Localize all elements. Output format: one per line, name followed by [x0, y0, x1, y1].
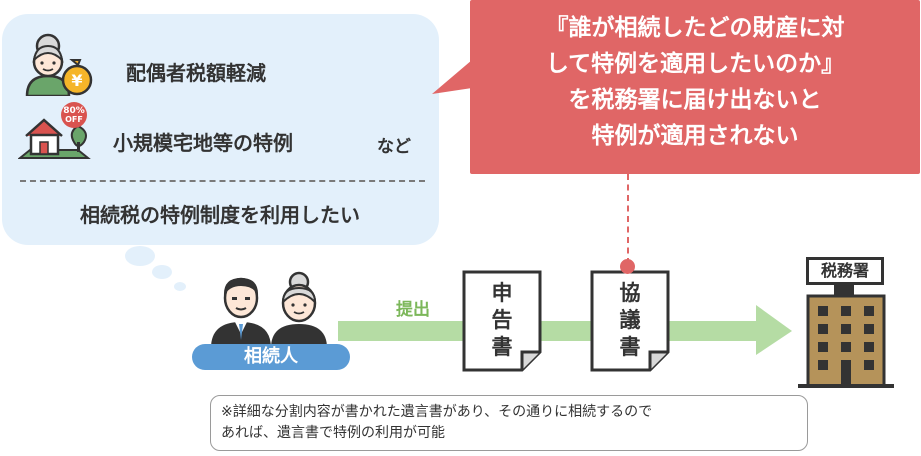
warning-callout-text: 『誰が相続したどの財産に対 して特例を適用したいのか』 を税務署に届け出ないと … [470, 10, 920, 154]
doc-char: 申 [491, 281, 513, 305]
thought-dot [125, 246, 155, 266]
doc-char: 告 [491, 308, 513, 332]
tax-office-building-icon [798, 284, 894, 388]
footnote-line: あれば、遺言書で特例の利用が可能 [221, 425, 445, 441]
heirs-icon [211, 271, 327, 348]
wish-text: 相続税の特例制度を利用したい [80, 203, 360, 227]
callout-pointer [432, 60, 472, 94]
callout-line: して特例を適用したいのか』 [545, 51, 845, 77]
tax-return-document-icon [462, 270, 542, 372]
callout-anchor-dot [620, 259, 635, 274]
tax-return-document-label: 申 告 書 [489, 280, 515, 361]
footnote-box: ※詳細な分割内容が書かれた遺言書があり、その通りに相続するので あれば、遺言書で… [210, 395, 808, 451]
callout-line: を税務署に届け出ないと [568, 87, 822, 113]
agreement-document-label: 協 議 書 [617, 280, 643, 361]
doc-char: 協 [619, 281, 641, 305]
thought-dot [174, 282, 186, 291]
spouse-deduction-label: 配偶者税額軽減 [126, 61, 266, 85]
callout-line: 特例が適用されない [591, 123, 799, 149]
small-residential-land-label: 小規模宅地等の特例 [113, 131, 293, 155]
tax-office-sign: 税務署 [806, 257, 884, 285]
doc-char: 書 [619, 335, 641, 359]
doc-char: 議 [619, 308, 641, 332]
elderly-woman-money-icon: ¥ [25, 33, 93, 96]
etc-label: など [377, 137, 411, 157]
discount-badge-top: 80% [63, 106, 85, 116]
thought-dot [152, 265, 172, 279]
callout-connector [627, 174, 629, 264]
yen-symbol: ¥ [71, 71, 82, 90]
doc-char: 書 [491, 335, 513, 359]
discount-badge-bottom: OFF [65, 115, 83, 124]
dashed-divider [20, 180, 425, 182]
house-discount-icon: 80% OFF [18, 102, 91, 159]
agreement-document-icon [590, 270, 670, 372]
callout-line: 『誰が相続したどの財産に対 [545, 15, 845, 41]
footnote-line: ※詳細な分割内容が書かれた遺言書があり、その通りに相続するので [221, 404, 653, 420]
heirs-label: 相続人 [192, 344, 350, 370]
warning-callout [470, 0, 920, 174]
submit-label: 提出 [396, 300, 430, 320]
